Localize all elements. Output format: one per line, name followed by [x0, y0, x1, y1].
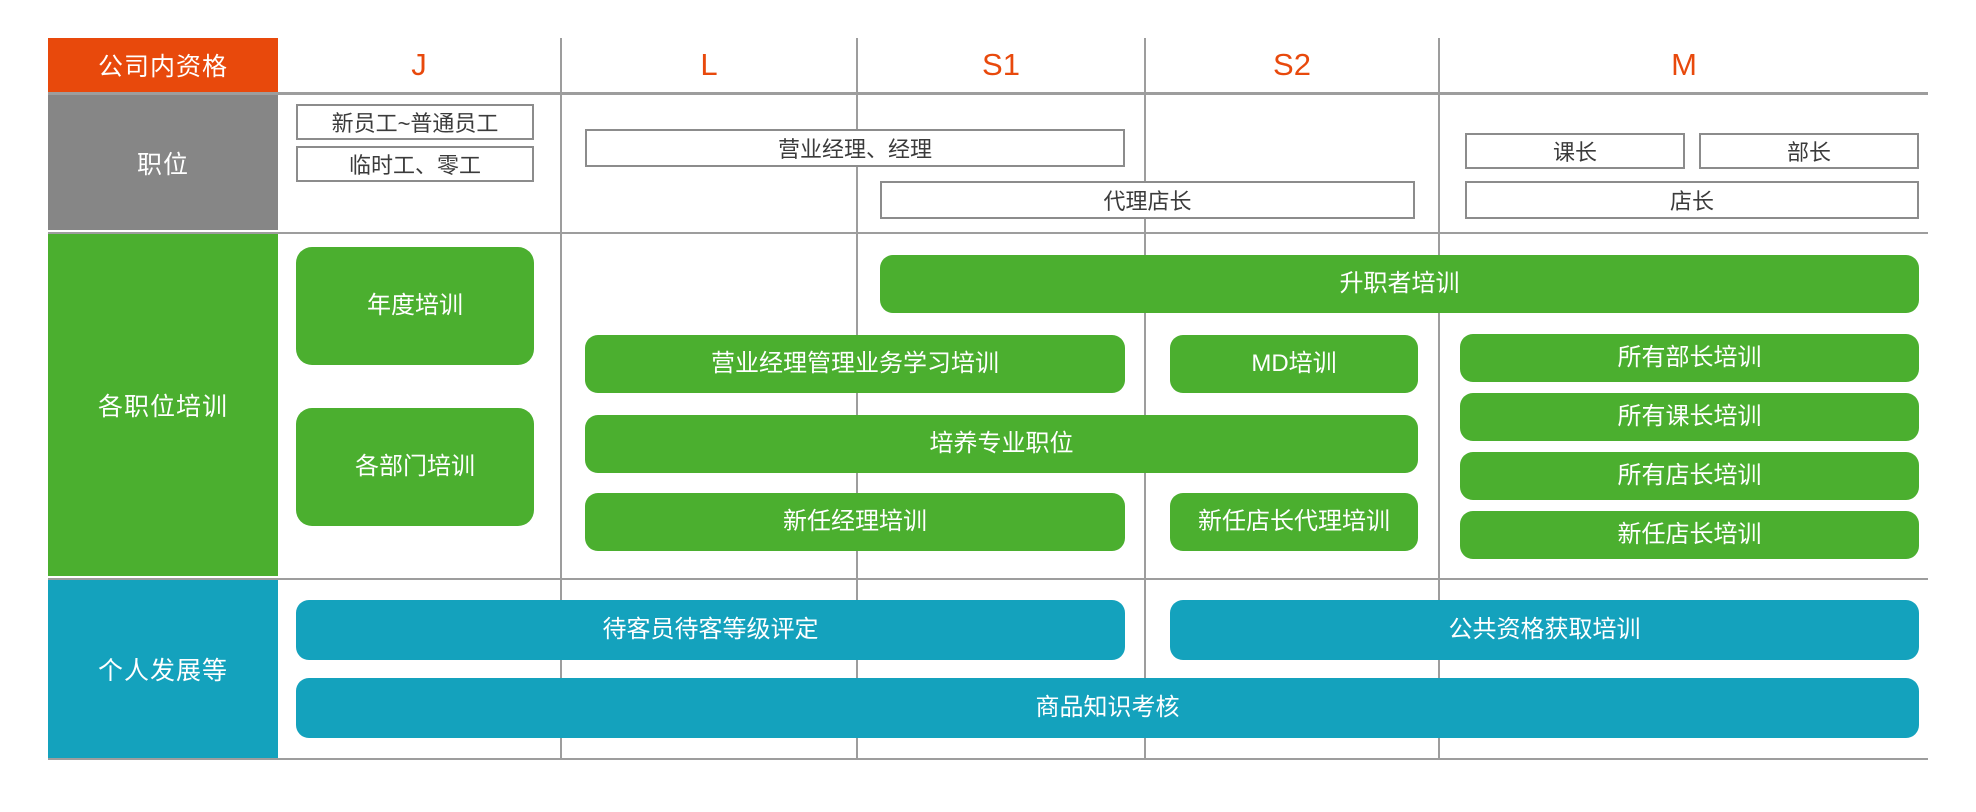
- position-box-temp-parttime[interactable]: 临时工、零工: [296, 146, 534, 182]
- qualification-level-j: J: [411, 47, 427, 82]
- training-box-all-store-manager[interactable]: 所有店长培训: [1460, 452, 1919, 500]
- position-box-acting-store-manager[interactable]: 代理店长: [880, 181, 1415, 219]
- row-label-personal-development: 个人发展等: [48, 580, 278, 758]
- position-box-sales-manager[interactable]: 营业经理、经理: [585, 129, 1125, 167]
- grid-hline-bottom: [48, 758, 1928, 760]
- grid-hline-header: [48, 92, 1928, 95]
- position-box-dept-chief[interactable]: 部长: [1699, 133, 1919, 169]
- training-box-promotee[interactable]: 升职者培训: [880, 255, 1919, 313]
- grid-vline-j-l: [560, 38, 562, 758]
- qualification-level-s2: S2: [1273, 47, 1311, 82]
- qualification-level-m: M: [1671, 47, 1697, 82]
- training-box-new-acting-store-manager[interactable]: 新任店长代理培训: [1170, 493, 1418, 551]
- development-box-product-knowledge[interactable]: 商品知识考核: [296, 678, 1919, 738]
- training-box-cultivate-specialist[interactable]: 培养专业职位: [585, 415, 1418, 473]
- position-box-store-manager[interactable]: 店长: [1465, 181, 1919, 219]
- training-box-sales-manager-business[interactable]: 营业经理管理业务学习培训: [585, 335, 1125, 393]
- training-box-md[interactable]: MD培训: [1170, 335, 1418, 393]
- training-box-all-section-chief[interactable]: 所有课长培训: [1460, 393, 1919, 441]
- training-box-annual[interactable]: 年度培训: [296, 247, 534, 365]
- training-box-department[interactable]: 各部门培训: [296, 408, 534, 526]
- grid-hline-position: [48, 232, 1928, 234]
- row-label-position-training: 各职位培训: [48, 234, 278, 576]
- row-label-position: 职位: [48, 95, 278, 230]
- row-label-qualification: 公司内资格: [48, 38, 278, 92]
- development-box-service-grade[interactable]: 待客员待客等级评定: [296, 600, 1125, 660]
- position-box-section-chief[interactable]: 课长: [1465, 133, 1685, 169]
- grid-hline-training: [48, 578, 1928, 580]
- grid-vline-l-s1: [856, 38, 858, 758]
- development-box-public-qualification[interactable]: 公共资格获取培训: [1170, 600, 1919, 660]
- training-box-new-manager[interactable]: 新任经理培训: [585, 493, 1125, 551]
- grid-vline-s1-s2: [1144, 38, 1146, 758]
- training-box-all-dept-chief[interactable]: 所有部长培训: [1460, 334, 1919, 382]
- position-box-new-regular[interactable]: 新员工~普通员工: [296, 104, 534, 140]
- qualification-level-s1: S1: [982, 47, 1020, 82]
- training-box-new-store-manager[interactable]: 新任店长培训: [1460, 511, 1919, 559]
- grid-vline-s2-m: [1438, 38, 1440, 758]
- qualification-level-l: L: [700, 47, 718, 82]
